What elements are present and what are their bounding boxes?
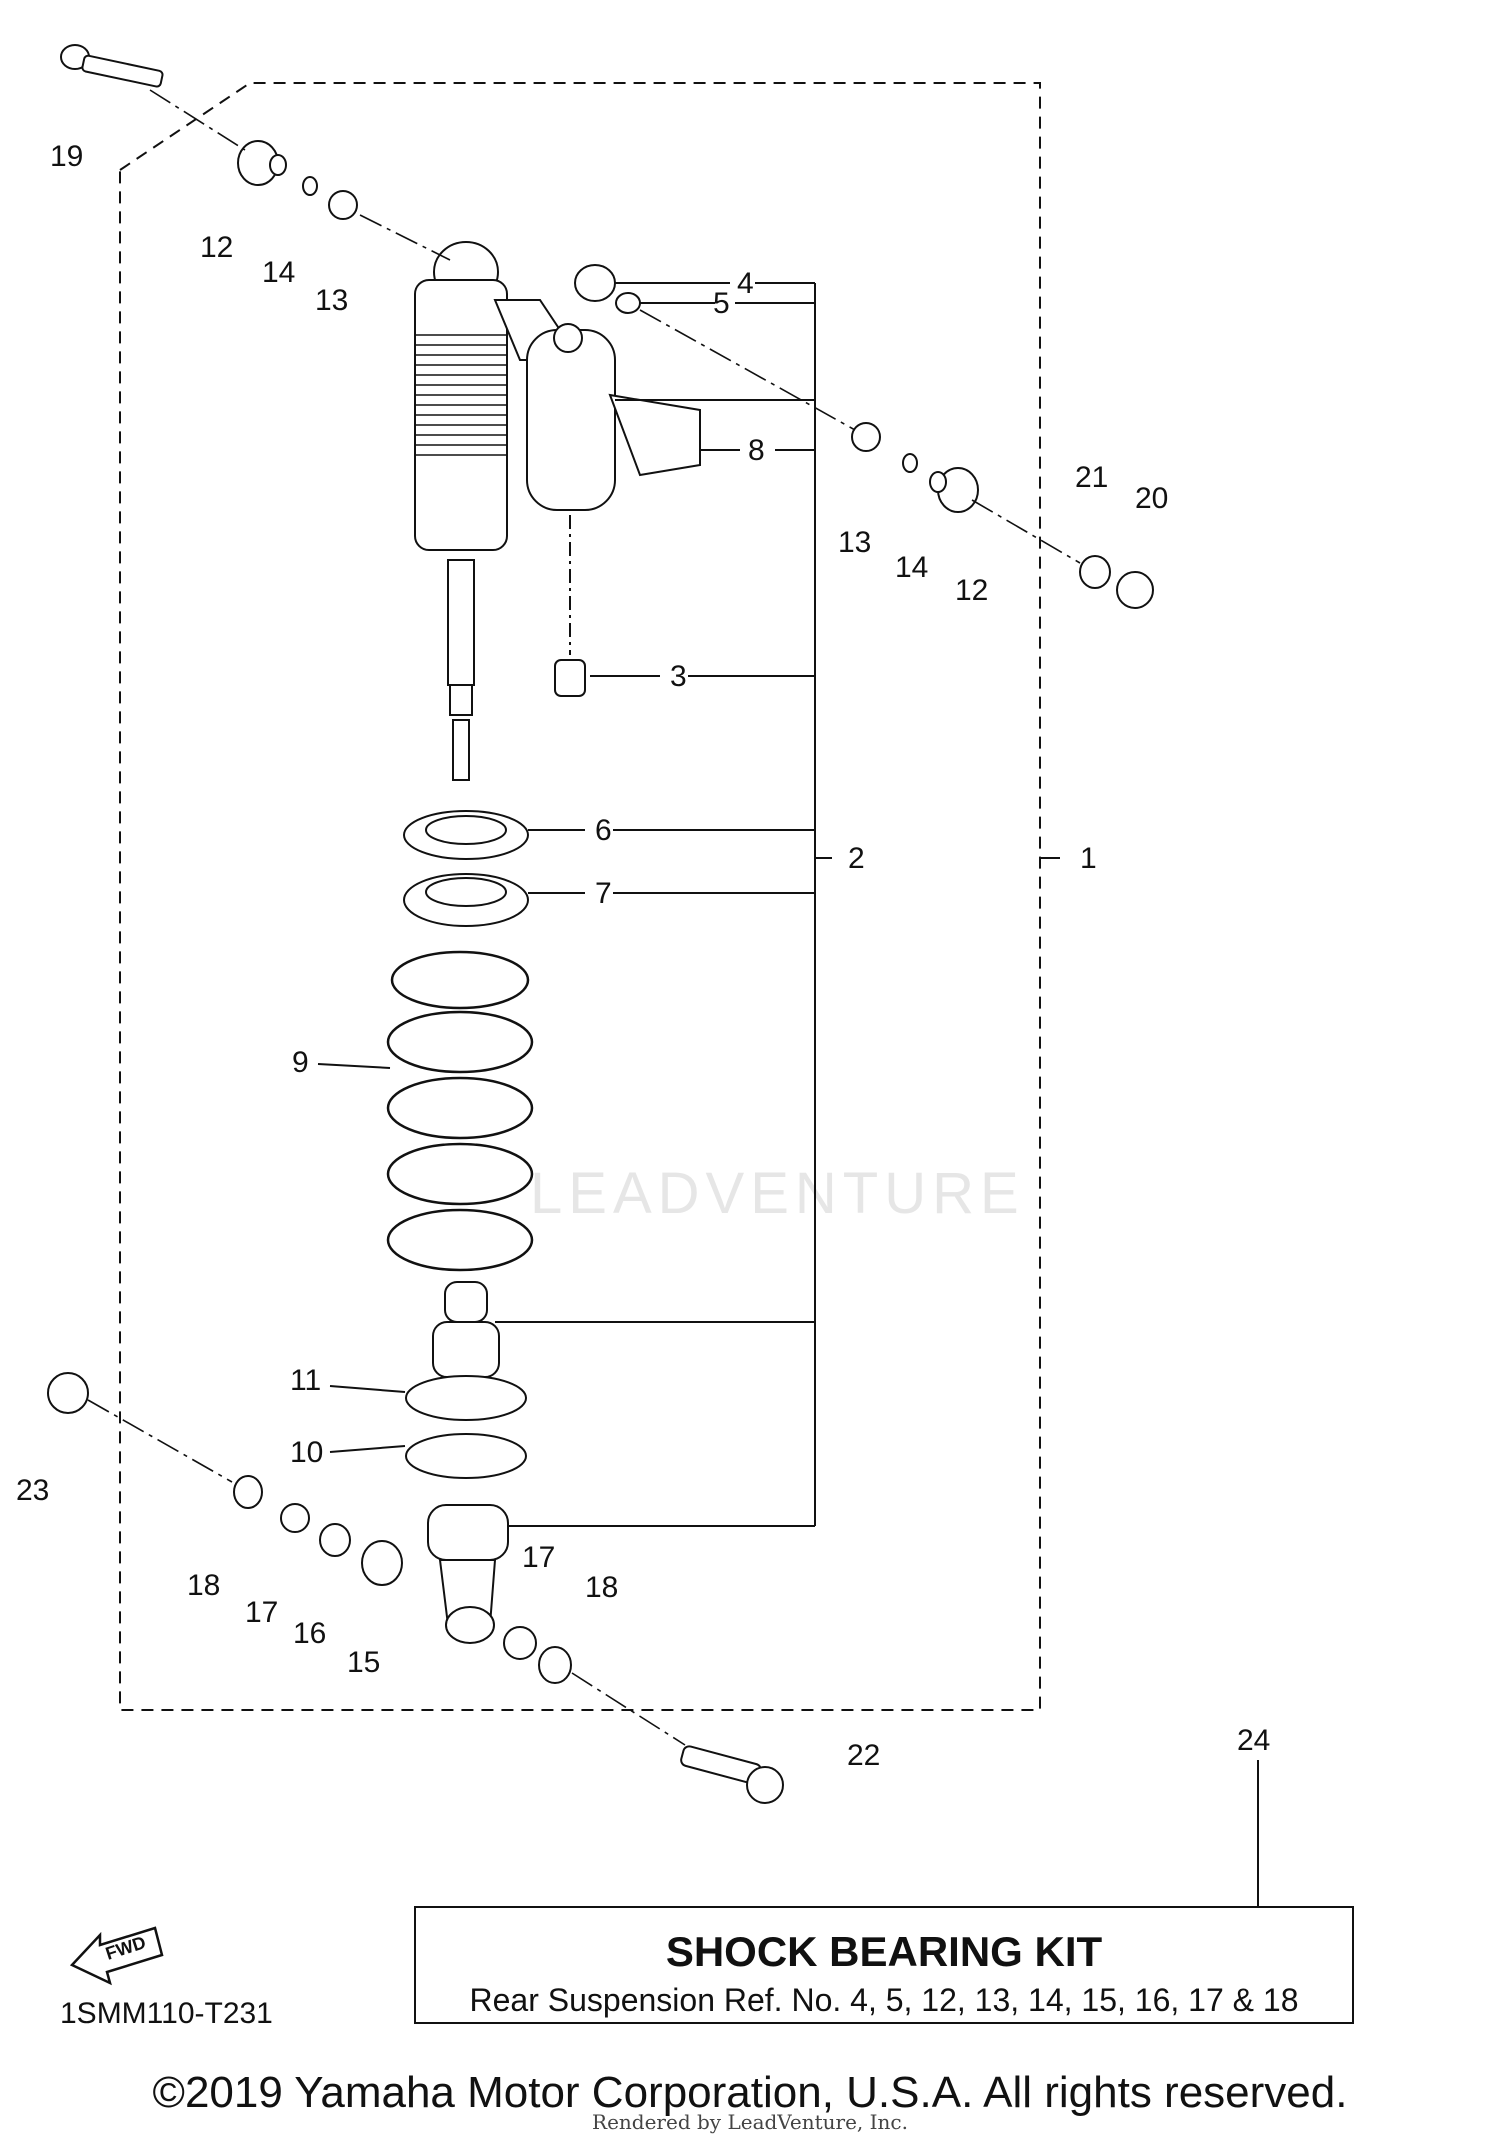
assembly-boundary xyxy=(119,82,1041,1711)
washer-part-21 xyxy=(1079,555,1111,589)
rendered-by-text: Rendered by LeadVenture, Inc. xyxy=(592,2110,908,2134)
label-17-left: 17 xyxy=(245,1596,278,1629)
label-18-right: 18 xyxy=(585,1571,618,1604)
bushing-part-4 xyxy=(574,264,616,302)
label-15: 15 xyxy=(347,1646,380,1679)
label-5: 5 xyxy=(713,287,730,320)
fwd-arrow-icon: FWD xyxy=(69,1926,164,1986)
label-17-right: 17 xyxy=(522,1541,555,1574)
spring-seat-part-10 xyxy=(405,1433,527,1479)
label-14-right: 14 xyxy=(895,551,928,584)
bolt-part-22 xyxy=(680,1745,784,1804)
reservoir xyxy=(493,299,701,511)
part-labels: 1 2 3 4 5 6 7 8 9 10 11 12 12 13 13 14 1… xyxy=(16,140,1270,1772)
o-ring-part-14-right xyxy=(902,453,918,473)
shock-absorber-body xyxy=(414,241,508,781)
label-18-left: 18 xyxy=(187,1569,220,1602)
axis-lines xyxy=(87,89,1081,1746)
label-14-upper: 14 xyxy=(262,256,295,289)
oil-seal-part-17-left xyxy=(280,1503,310,1533)
bushing-part-16 xyxy=(319,1523,351,1557)
spring-seat-part-11 xyxy=(405,1375,527,1421)
shock-bearing-kit-box: SHOCK BEARING KIT Rear Suspension Ref. N… xyxy=(414,1906,1354,2024)
label-2: 2 xyxy=(848,842,865,875)
label-19: 19 xyxy=(50,140,83,173)
label-12-right: 12 xyxy=(955,574,988,607)
label-24: 24 xyxy=(1237,1724,1270,1757)
label-11: 11 xyxy=(290,1364,321,1397)
label-13-upper: 13 xyxy=(315,284,348,317)
ring-nut-part-7 xyxy=(403,873,529,927)
label-20: 20 xyxy=(1135,482,1168,515)
circlip-part-5 xyxy=(615,292,641,314)
label-8: 8 xyxy=(748,434,765,467)
nut-part-23 xyxy=(47,1372,89,1414)
label-9: 9 xyxy=(292,1046,309,1079)
ring-nut-part-6 xyxy=(403,810,529,860)
label-3: 3 xyxy=(670,660,687,693)
washer-part-13-right xyxy=(851,422,881,452)
collar-part-12-upper xyxy=(237,140,287,186)
watermark: LEADVENTURE xyxy=(530,1161,1025,1226)
spring-part-9 xyxy=(386,950,534,1272)
label-23: 23 xyxy=(16,1474,49,1507)
nut-part-20 xyxy=(1116,571,1154,609)
valve-part-3 xyxy=(554,659,586,697)
washer-part-18-right xyxy=(538,1646,572,1684)
oil-seal-part-17-right xyxy=(503,1626,537,1660)
bolt-part-19 xyxy=(60,44,164,88)
collar-part-15 xyxy=(361,1540,403,1586)
diagram-code: 1SMM110-T231 xyxy=(60,1997,273,2030)
copyright-text: ©2019 Yamaha Motor Corporation, U.S.A. A… xyxy=(152,2068,1348,2117)
label-4: 4 xyxy=(737,267,754,300)
washer-part-13-upper xyxy=(328,190,358,220)
bump-stop xyxy=(432,1281,500,1378)
label-21: 21 xyxy=(1075,461,1108,494)
label-22: 22 xyxy=(847,1739,880,1772)
kit-title: SHOCK BEARING KIT xyxy=(665,1928,1103,1975)
label-1: 1 xyxy=(1080,842,1097,875)
label-10: 10 xyxy=(290,1436,323,1469)
collar-part-12-right xyxy=(929,467,979,513)
label-6: 6 xyxy=(595,814,612,847)
label-12-upper: 12 xyxy=(200,231,233,264)
lower-clevis xyxy=(427,1504,509,1644)
kit-subtitle: Rear Suspension Ref. No. 4, 5, 12, 13, 1… xyxy=(469,1982,1299,2018)
o-ring-part-14-upper xyxy=(302,176,318,196)
washer-part-18-left xyxy=(233,1475,263,1509)
leader-lines xyxy=(317,282,1259,1906)
label-16: 16 xyxy=(293,1617,326,1650)
label-7: 7 xyxy=(595,877,612,910)
label-13-right: 13 xyxy=(838,526,871,559)
